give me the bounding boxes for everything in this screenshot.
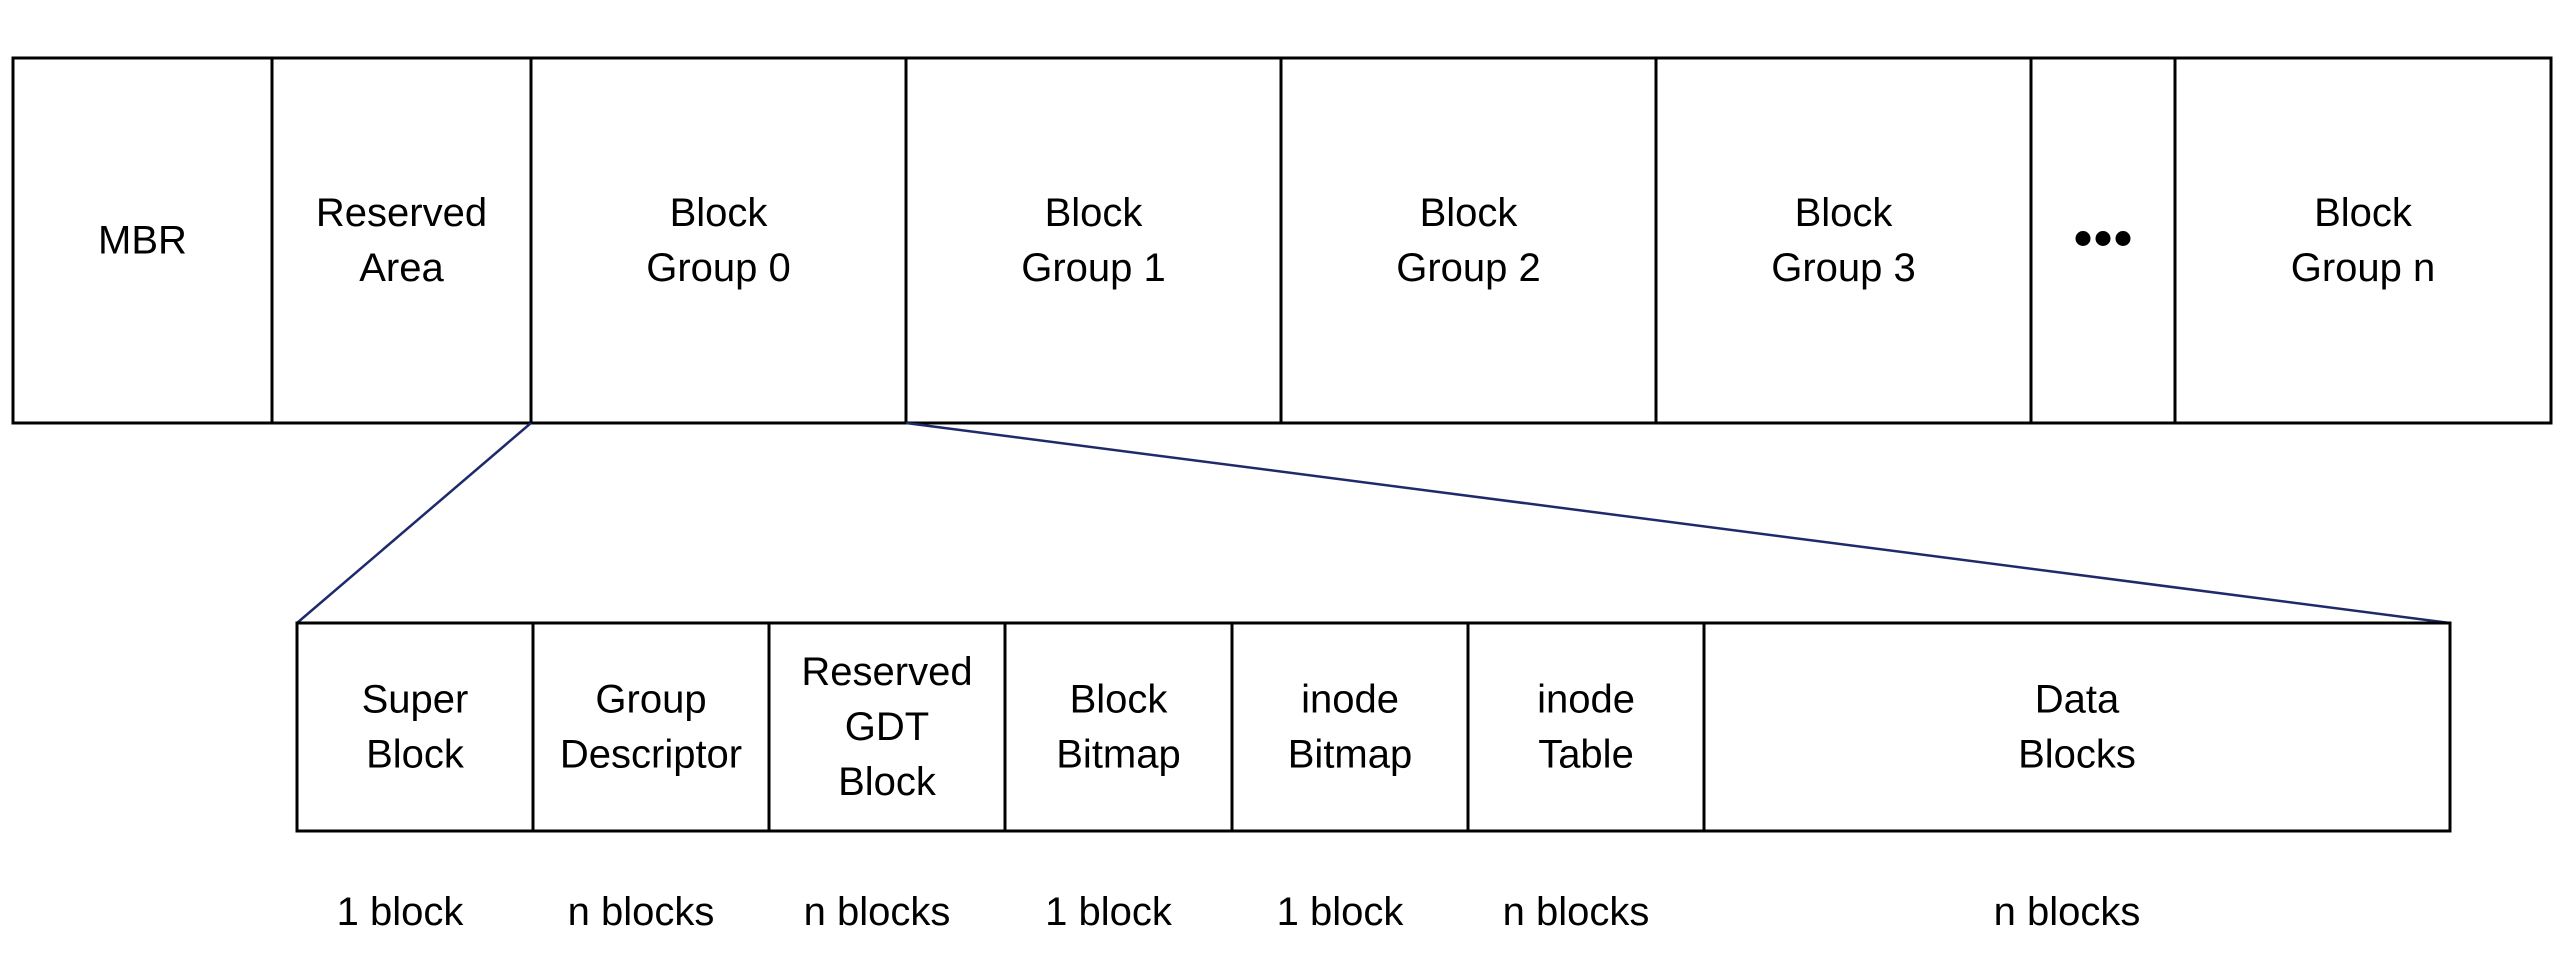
ellipsis-dot [2095,231,2111,246]
group-descriptor-size-label: n blocks [568,890,715,934]
block-group-2-label-line: Group 2 [1396,246,1541,290]
block-group-n-cell [2173,56,2553,425]
block-group-3-label-line: Block [1795,191,1894,235]
data-blocks-cell [1702,621,2452,833]
super-block-size-label: 1 block [337,890,465,934]
block-bitmap-cell [1003,621,1234,833]
ellipsis-icon [2075,231,2131,246]
inode-table-label-line: inode [1537,678,1635,722]
inode-table-cell [1466,621,1706,833]
data-blocks-size-label: n blocks [1994,890,2141,934]
inode-bitmap-label-line: Bitmap [1288,733,1413,777]
block-group-1-label-line: Block [1045,191,1144,235]
group-descriptor-label-line: Descriptor [560,733,742,777]
block-group-n-label-line: Group n [2291,246,2436,290]
block-group-2-cell [1279,56,1658,425]
reserved-gdt-block-size-label: n blocks [804,890,951,934]
zoom-line-left [296,422,532,624]
reserved-area-label-line: Area [359,246,444,290]
mbr-cell [11,56,274,425]
zoom-line-right [905,421,2451,625]
data-blocks-label-line: Data [2035,678,2120,722]
block-bitmap-label-line: Bitmap [1056,733,1181,777]
inode-bitmap-cell [1230,621,1470,833]
reserved-gdt-block-label-line: Reserved [801,650,972,694]
block-bitmap-label-line: Block [1070,678,1169,722]
block-group-n-label-line: Block [2314,191,2413,235]
block-group-1-cell [904,56,1283,425]
block-group-3-label-line: Group 3 [1771,246,1916,290]
block-group-3-cell [1654,56,2033,425]
block-group-layout-row: SuperBlockGroupDescriptorReservedGDTBloc… [295,621,2452,833]
inode-table-label-line: Table [1538,733,1634,777]
block-bitmap-size-label: 1 block [1045,890,1173,934]
zoom-connector-lines [296,421,2451,625]
mbr-label-line: MBR [98,219,187,263]
reserved-area-cell [270,56,533,425]
reserved-area-label-line: Reserved [316,191,487,235]
block-group-1-label-line: Group 1 [1021,246,1166,290]
block-size-labels: 1 block n blocks n blocks 1 block 1 block n b… [337,890,2141,934]
super-block-label-line: Block [366,733,465,777]
super-block-label-line: Super [362,678,469,722]
reserved-gdt-block-cell [767,621,1007,833]
group-descriptor-cell [531,621,771,833]
block-group-0-label-line: Group 0 [646,246,791,290]
ellipsis-dot [2075,231,2091,246]
block-group-0-cell [529,56,908,425]
super-block-cell [295,621,535,833]
block-group-2-label-line: Block [1420,191,1519,235]
reserved-gdt-block-label-line: Block [838,760,937,804]
reserved-gdt-block-label-line: GDT [845,705,929,749]
data-blocks-label-line: Blocks [2018,733,2136,777]
inode-bitmap-size-label: 1 block [1277,890,1405,934]
group-descriptor-label-line: Group [595,678,706,722]
ellipsis-dot [2115,231,2131,246]
inode-table-size-label: n blocks [1503,890,1650,934]
inode-bitmap-label-line: inode [1301,678,1399,722]
block-group-0-label-line: Block [670,191,769,235]
